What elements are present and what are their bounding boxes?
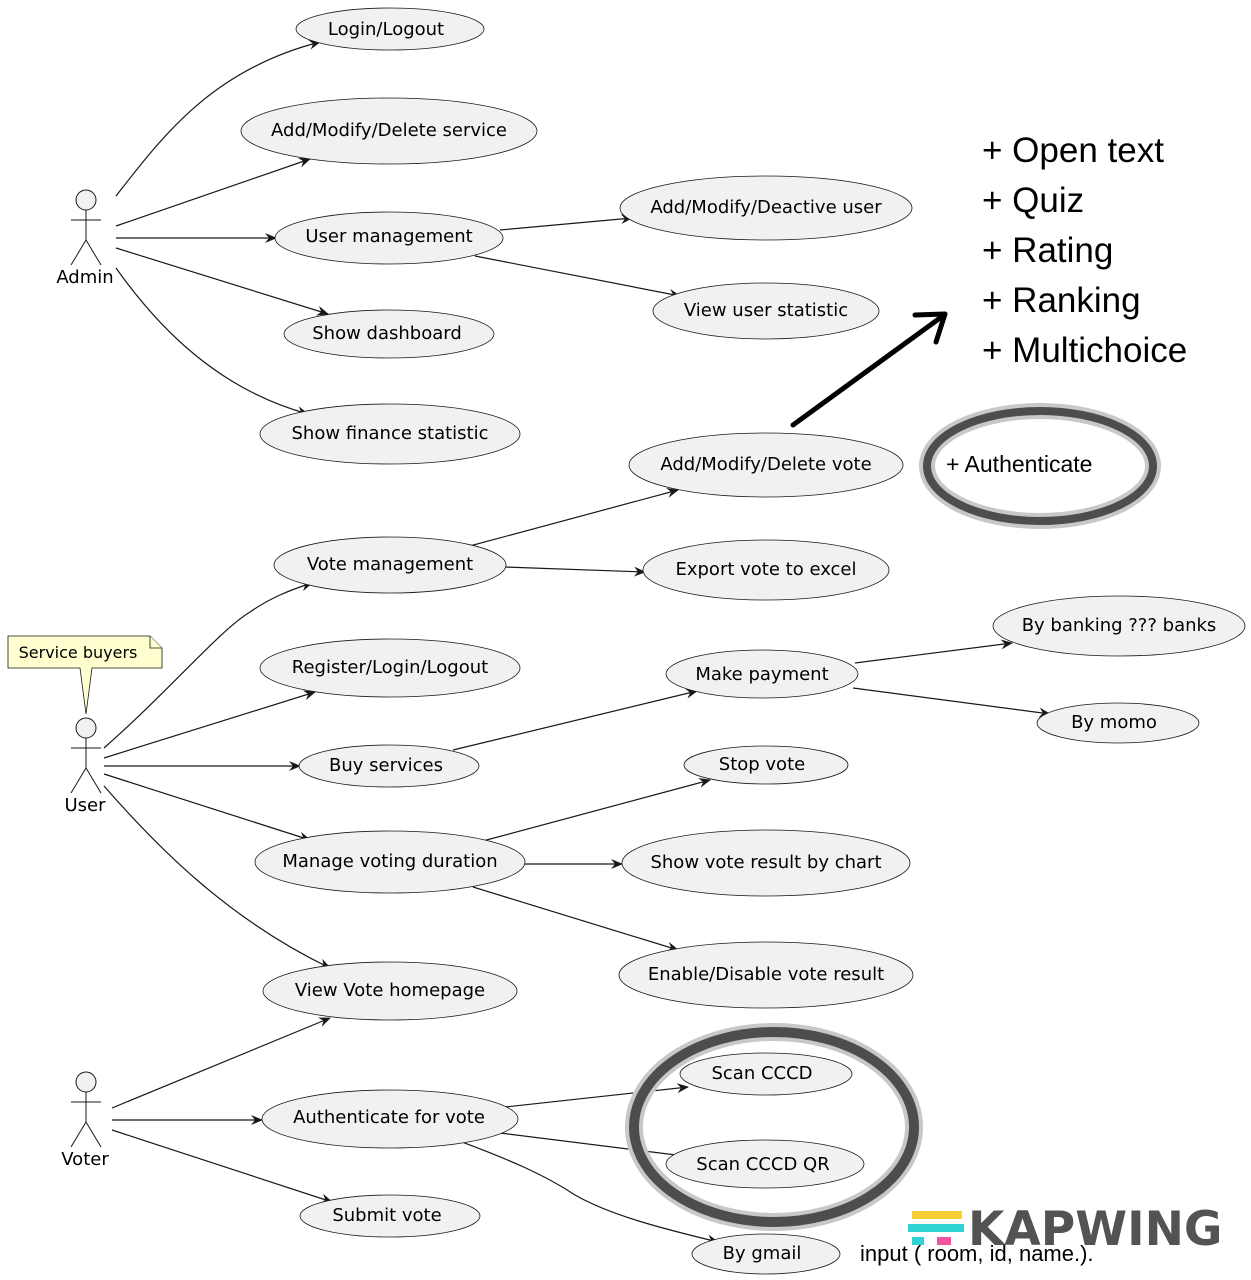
usecase-show-finance-statistic: Show finance statistic (259, 403, 521, 465)
edge-admin-finance (115, 267, 309, 416)
edge-user-duration (103, 773, 311, 842)
usecase-buy-services: Buy services (298, 744, 480, 788)
edge-admin-login (115, 39, 321, 197)
usecase-view-vote-homepage: View Vote homepage (262, 961, 518, 1021)
svg-text:Scan CCCD: Scan CCCD (711, 1063, 812, 1084)
usecase-user-management: User management (274, 211, 504, 265)
usecase-by-momo: By momo (1036, 702, 1200, 744)
svg-text:Enable/Disable vote result: Enable/Disable vote result (648, 964, 884, 985)
edge-user-homepage (103, 785, 331, 969)
svg-text:Show dashboard: Show dashboard (312, 323, 462, 344)
actor-voter-label: Voter (61, 1149, 109, 1170)
usecase-authenticate-for-vote: Authenticate for vote (261, 1089, 519, 1149)
usecase-enable-disable-vote-result: Enable/Disable vote result (618, 941, 914, 1009)
svg-text:User management: User management (305, 226, 472, 247)
edge-buy-payment (452, 688, 698, 751)
svg-text:By momo: By momo (1071, 712, 1157, 733)
vote-type-item: + Multichoice (982, 331, 1187, 370)
actor-voter: Voter (61, 1071, 109, 1170)
edge-votemgmt-addvote (465, 488, 679, 548)
svg-text:Add/Modify/Delete service: Add/Modify/Delete service (271, 120, 507, 141)
svg-text:Scan CCCD QR: Scan CCCD QR (696, 1154, 829, 1175)
svg-text:By gmail: By gmail (723, 1243, 802, 1264)
usecase-vote-management: Vote management (273, 536, 507, 594)
kapwing-watermark: KAPWING (908, 1202, 1222, 1257)
vote-types-arrowhead (912, 311, 948, 345)
usecase-add-modify-delete-service: Add/Modify/Delete service (240, 97, 538, 165)
usecase-view-user-statistic: View user statistic (652, 282, 880, 340)
svg-text:Stop vote: Stop vote (719, 754, 805, 775)
usecase-show-vote-result-by-chart: Show vote result by chart (621, 829, 911, 897)
highlight-ring-scan (625, 1023, 923, 1231)
input-note: input ( room, id, name.). (860, 1241, 1094, 1266)
usecase-add-modify-deactive-user: Add/Modify/Deactive user (619, 175, 913, 241)
svg-text:Add/Modify/Delete vote: Add/Modify/Delete vote (660, 454, 871, 475)
svg-text:Make payment: Make payment (695, 664, 828, 685)
usecase-show-dashboard: Show dashboard (283, 309, 495, 359)
svg-text:Manage voting duration: Manage voting duration (282, 851, 497, 872)
vote-type-item: + Rating (982, 231, 1113, 270)
usecase-manage-voting-duration: Manage voting duration (254, 830, 526, 894)
edge-duration-stop (478, 778, 711, 843)
edge-payment-banking (854, 639, 1013, 664)
edge-admin-dashboard (115, 247, 329, 316)
svg-text:Login/Logout: Login/Logout (328, 19, 444, 40)
vote-type-item: + Quiz (982, 181, 1084, 220)
svg-text:Buy services: Buy services (329, 755, 443, 776)
edge-admin-service (115, 157, 311, 227)
svg-text:Submit vote: Submit vote (332, 1205, 441, 1226)
svg-text:View user statistic: View user statistic (684, 300, 848, 321)
svg-text:Export vote to excel: Export vote to excel (675, 559, 856, 580)
usecase-make-payment: Make payment (665, 649, 859, 699)
usecase-by-banking: By banking ??? banks (992, 595, 1246, 657)
authenticate-callout: + Authenticate (919, 403, 1161, 529)
usecase-stop-vote: Stop vote (683, 745, 849, 785)
svg-text:View Vote homepage: View Vote homepage (295, 980, 485, 1001)
svg-text:By banking ??? banks: By banking ??? banks (1022, 615, 1217, 636)
actor-admin: Admin (56, 189, 114, 288)
svg-text:Vote management: Vote management (307, 554, 473, 575)
vote-type-item: + Ranking (982, 281, 1141, 320)
usecase-scan-cccd-qr: Scan CCCD QR (665, 1139, 865, 1189)
edge-usermgmt-adduser (499, 214, 633, 231)
edge-user-votemgmt (103, 581, 313, 749)
usecase-by-gmail: By gmail (691, 1233, 841, 1275)
svg-text:Show finance statistic: Show finance statistic (291, 423, 488, 444)
edge-auth-cccd (504, 1083, 689, 1108)
edge-votemgmt-export (504, 566, 646, 577)
note-service-buyers: Service buyers (7, 635, 163, 715)
edge-payment-momo (852, 687, 1051, 718)
edge-voter-submit (111, 1129, 333, 1204)
usecase-scan-cccd: Scan CCCD (679, 1052, 853, 1096)
actor-admin-label: Admin (56, 267, 113, 288)
edge-auth-qr (499, 1132, 693, 1161)
usecase-submit-vote: Submit vote (299, 1194, 481, 1238)
svg-text:Register/Login/Logout: Register/Login/Logout (292, 657, 488, 678)
svg-text:Authenticate for vote: Authenticate for vote (293, 1107, 485, 1128)
vote-type-item: + Open text (982, 131, 1164, 170)
usecase-register-login-logout: Register/Login/Logout (259, 638, 521, 698)
kapwing-wordmark: KAPWING (968, 1202, 1222, 1257)
actor-user: User (64, 717, 106, 816)
edge-usermgmt-statistic (474, 255, 681, 299)
edge-voter-homepage (111, 1017, 331, 1109)
authenticate-label: + Authenticate (946, 451, 1092, 477)
svg-text:Show vote result by chart: Show vote result by chart (650, 852, 881, 873)
usecase-export-vote-to-excel: Export vote to excel (642, 539, 890, 601)
svg-text:Add/Modify/Deactive user: Add/Modify/Deactive user (650, 197, 882, 218)
usecase-add-modify-delete-vote: Add/Modify/Delete vote (628, 432, 904, 498)
edge-auth-gmail (461, 1141, 719, 1245)
vote-types-list: + Open text + Quiz + Rating + Ranking + … (982, 131, 1187, 370)
edge-user-register (103, 690, 316, 759)
usecase-login-logout: Login/Logout (295, 7, 485, 51)
vote-types-arrow (790, 315, 943, 428)
edges (103, 39, 1051, 1245)
actor-user-label: User (64, 795, 106, 816)
kapwing-logo-icon (908, 1211, 964, 1245)
edge-duration-enable (472, 886, 679, 952)
use-cases: Login/Logout Add/Modify/Delete service U… (240, 7, 1246, 1275)
note-text: Service buyers (19, 643, 138, 662)
